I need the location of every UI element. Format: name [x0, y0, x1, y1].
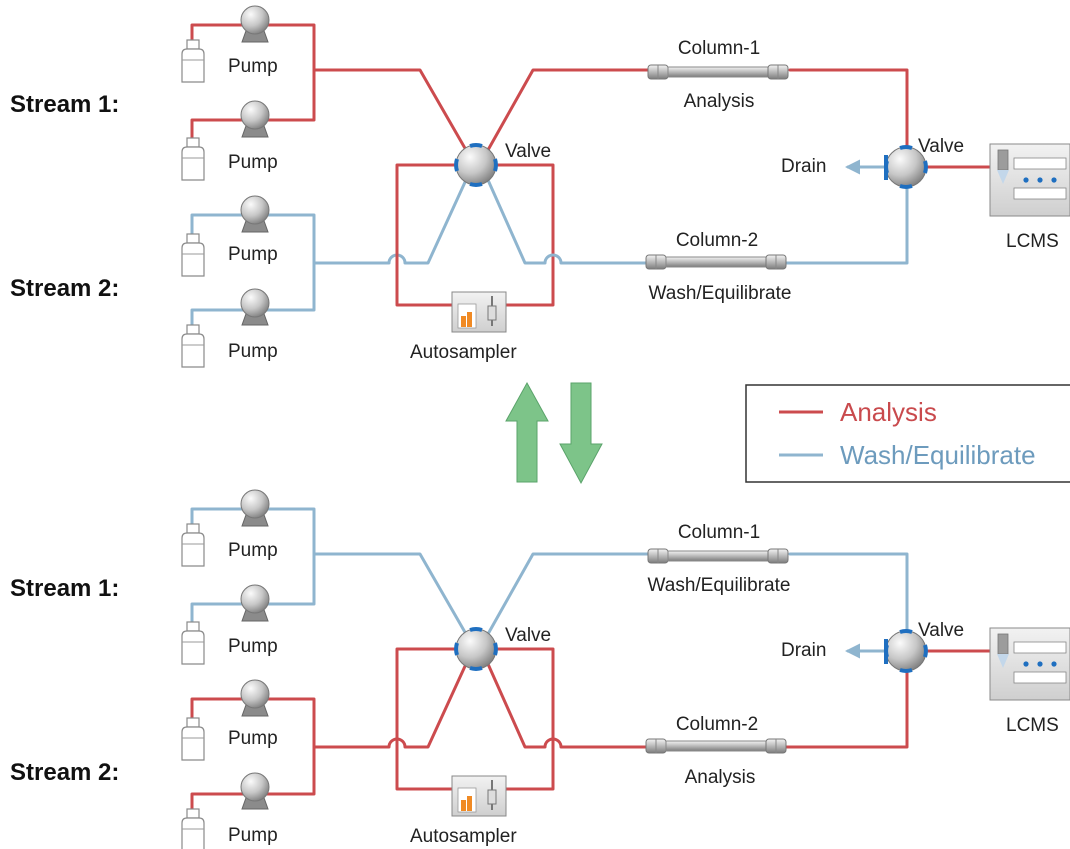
- column1-icon: [647, 548, 789, 564]
- arrow-up-icon: [505, 381, 549, 483]
- pump-icon: [240, 772, 270, 810]
- pump-icon: [240, 679, 270, 717]
- column1-icon: [647, 64, 789, 80]
- column2-label: Column-2: [676, 230, 758, 251]
- stream2-line: [190, 178, 468, 265]
- pump-icon: [240, 195, 270, 233]
- valve-label: Valve: [918, 136, 964, 157]
- drain-label: Drain: [781, 156, 826, 177]
- pump-label: Pump: [228, 244, 278, 265]
- autosampler-icon: [451, 291, 507, 333]
- legend-label-analysis: Analysis: [840, 397, 937, 427]
- pump-icon: [240, 288, 270, 326]
- lcms-instrument-icon: [989, 143, 1070, 217]
- pump-label: Pump: [228, 152, 278, 173]
- switching-valve-icon: [454, 143, 498, 187]
- stream2-label: Stream 2:: [10, 275, 119, 302]
- arrow-down-icon: [559, 382, 603, 485]
- column2-label: Column-2: [676, 714, 758, 735]
- autosampler-icon: [451, 775, 507, 817]
- column1-mode-label: Wash/Equilibrate: [648, 575, 791, 596]
- pump-icon: [240, 489, 270, 527]
- column2-icon: [645, 738, 787, 754]
- pump-label: Pump: [228, 636, 278, 657]
- lcms-instrument-icon: [989, 627, 1070, 701]
- legend-box: [745, 384, 1070, 483]
- column2-outlet-line: [784, 667, 909, 749]
- pump-label: Pump: [228, 341, 278, 362]
- stream1-line: [190, 23, 468, 152]
- reservoir-bottle-icon: [181, 621, 205, 665]
- column2-icon: [645, 254, 787, 270]
- column1-label: Column-1: [678, 522, 760, 543]
- pump-icon: [240, 584, 270, 622]
- valve-label: Valve: [505, 625, 551, 646]
- stream1-line: [190, 507, 468, 636]
- pump-label: Pump: [228, 540, 278, 561]
- stream2-line: [190, 662, 468, 749]
- reservoir-bottle-icon: [181, 137, 205, 181]
- column1-label: Column-1: [678, 38, 760, 59]
- column1-inlet-line: [486, 552, 650, 636]
- lcms-label: LCMS: [1006, 231, 1059, 252]
- pump-icon: [240, 5, 270, 43]
- autosampler-label: Autosampler: [410, 342, 517, 363]
- legend: Analysis Wash/Equilibrate: [745, 384, 1070, 483]
- legend-label-wash: Wash/Equilibrate: [840, 440, 1036, 470]
- column1-outlet-line: [788, 68, 909, 152]
- valve-label: Valve: [918, 620, 964, 641]
- stream1-label: Stream 1:: [10, 91, 119, 118]
- column2-mode-label: Wash/Equilibrate: [649, 283, 792, 304]
- column2-outlet-line: [784, 183, 909, 265]
- column1-outlet-line: [788, 552, 909, 636]
- column2-mode-label: Analysis: [685, 767, 756, 788]
- pump-icon: [240, 100, 270, 138]
- column1-mode-label: Analysis: [684, 91, 755, 112]
- column2-inlet-line: [486, 662, 648, 749]
- reservoir-bottle-icon: [181, 717, 205, 761]
- reservoir-bottle-icon: [181, 808, 205, 849]
- column1-inlet-line: [486, 68, 650, 152]
- switching-valve-icon: [454, 627, 498, 671]
- stream1-label: Stream 1:: [10, 575, 119, 602]
- stream2-label: Stream 2:: [10, 759, 119, 786]
- pump-label: Pump: [228, 56, 278, 77]
- reservoir-bottle-icon: [181, 233, 205, 277]
- valve-label: Valve: [505, 141, 551, 162]
- reservoir-bottle-icon: [181, 324, 205, 368]
- pump-label: Pump: [228, 825, 278, 846]
- column2-inlet-line: [486, 178, 648, 265]
- autosampler-label: Autosampler: [410, 826, 517, 847]
- drain-label: Drain: [781, 640, 826, 661]
- lcms-label: LCMS: [1006, 715, 1059, 736]
- reservoir-bottle-icon: [181, 39, 205, 83]
- pump-label: Pump: [228, 728, 278, 749]
- switch-arrows-icon: [505, 381, 603, 485]
- reservoir-bottle-icon: [181, 523, 205, 567]
